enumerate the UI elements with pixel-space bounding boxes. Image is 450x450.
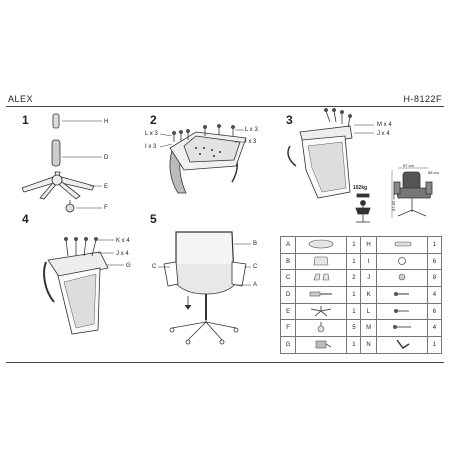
seat-part-icon (295, 236, 348, 254)
part-quantity: 8 (426, 269, 443, 288)
step-4-label-k: K x 4 (116, 238, 130, 244)
step-5-number: 5 (150, 212, 157, 226)
step-1-label-d: D (104, 155, 109, 161)
footer-divider (6, 362, 444, 363)
part-quantity: 1 (346, 286, 362, 304)
armrest-part-icon (295, 269, 348, 288)
table-row: C 2 J 8 (279, 269, 443, 288)
base-icon (295, 302, 348, 321)
part-letter: I (360, 252, 377, 271)
part-letter: A (279, 236, 297, 254)
part-letter: F (279, 319, 297, 338)
part-quantity: 4 (426, 319, 443, 338)
step-5-illustration (158, 231, 251, 345)
step-1-label-e: E (104, 184, 109, 190)
table-row: G 1 N 1 (279, 336, 443, 354)
step-4-number: 4 (22, 212, 29, 226)
part-quantity: 1 (346, 336, 362, 354)
parts-table: A 1 H 1 B 1 I 6 C 2 J 8 D 1 K (279, 236, 443, 354)
dimension-chair-icon (391, 167, 433, 218)
gas-lift-icon (295, 286, 348, 304)
part-quantity: 6 (426, 252, 443, 271)
table-row: F 5 M 4 (279, 319, 443, 338)
product-name: ALEX (8, 94, 34, 104)
washer-icon (375, 252, 428, 271)
part-quantity: 6 (426, 302, 443, 321)
part-quantity: 2 (346, 269, 362, 288)
table-row: B 1 I 6 (279, 252, 443, 271)
step-2-label-l-right: L x 3 (245, 127, 258, 133)
step-3-illustration (287, 108, 374, 199)
step-5-label-c-right: C (253, 264, 258, 270)
step-5-base (169, 312, 239, 345)
part-letter: G (279, 336, 297, 354)
step-4-label-j: J x 4 (116, 251, 129, 257)
part-quantity: 1 (426, 236, 443, 254)
step-2-label-i-left: I x 3 (145, 144, 157, 150)
step-1-number: 1 (22, 113, 29, 127)
dimension-depth: 56 cm (428, 170, 439, 175)
allen-key-icon (375, 336, 428, 354)
step-5-label-c-left: C (152, 264, 157, 270)
step-4-label-g: G (126, 263, 131, 269)
screws-step-3 (324, 108, 352, 128)
step-2-illustration (159, 124, 247, 194)
gas-lift-cover-icon (375, 236, 428, 254)
caster-part (65, 200, 75, 213)
base-part (21, 171, 95, 200)
caster-icon (295, 319, 348, 338)
part-letter: J (360, 269, 377, 288)
part-letter: N (360, 336, 377, 354)
step-1-label-h: H (104, 119, 109, 125)
weight-limit-label: 102kg (353, 185, 368, 191)
part-letter: D (279, 286, 297, 304)
screws-right (203, 124, 235, 136)
part-quantity: 1 (346, 252, 362, 271)
table-row: E 1 L 6 (279, 302, 443, 321)
part-letter: B (279, 252, 297, 271)
step-3-label-j: J x 4 (377, 131, 390, 137)
part-quantity: 1 (346, 236, 362, 254)
part-quantity: 1 (426, 336, 443, 354)
part-letter: H (360, 236, 377, 254)
long-screw-icon (375, 319, 428, 338)
step-5-label-b: B (253, 241, 258, 247)
part-quantity: 4 (426, 286, 443, 304)
table-row: D 1 K 4 (279, 286, 443, 304)
spring-washer-icon (375, 269, 428, 288)
part-letter: C (279, 269, 297, 288)
bolt-icon (375, 286, 428, 304)
weight-limit-icon (355, 193, 371, 223)
dimension-width: 57 cm (403, 163, 414, 168)
part-quantity: 1 (346, 302, 362, 321)
screws-left (172, 129, 190, 142)
screw-icon (375, 302, 428, 321)
step-2-number: 2 (150, 113, 157, 127)
step-3-number: 3 (286, 113, 293, 127)
header-divider (6, 106, 444, 107)
step-4-illustration (43, 237, 124, 335)
gas-lift-cover-part (52, 113, 60, 129)
part-letter: K (360, 286, 377, 304)
part-letter: L (360, 302, 377, 321)
table-row: A 1 H 1 (279, 236, 443, 254)
backrest-part-icon (295, 252, 348, 271)
step-5-label-a: A (253, 282, 258, 288)
part-letter: E (279, 302, 297, 321)
screws-step-4 (64, 237, 98, 257)
gas-lift-part (51, 139, 61, 167)
part-letter: M (360, 319, 377, 338)
step-1-illustration (21, 113, 102, 213)
mechanism-icon (295, 336, 348, 354)
product-code: H-8122F (403, 94, 442, 104)
step-1-label-f: F (104, 205, 108, 211)
step-2-label-i-right: I x 3 (245, 139, 257, 145)
step-3-label-m: M x 4 (377, 122, 392, 128)
step-2-label-l-left: L x 3 (145, 131, 158, 137)
part-quantity: 5 (346, 319, 362, 338)
